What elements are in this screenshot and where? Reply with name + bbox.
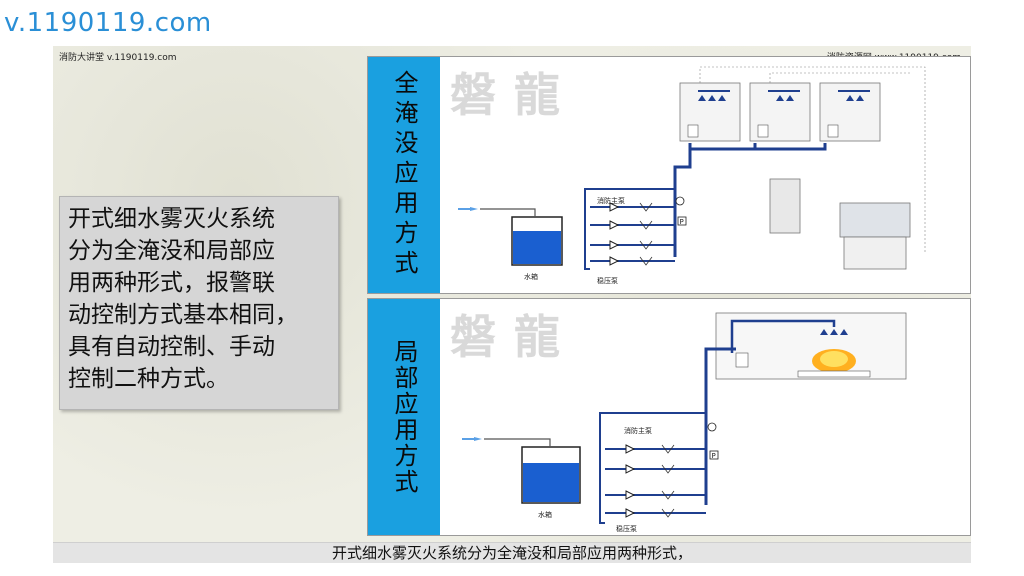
control-console (839, 202, 911, 238)
panel-label-total-flooding: 全淹没应用方式 (368, 57, 440, 293)
panel-total-flooding: 全淹没应用方式 磐龍 (367, 56, 971, 294)
slide: 消防大讲堂 v.1190119.com 消防资源网 www.1190119.co… (53, 46, 971, 542)
pressure-switch-label: P (712, 452, 716, 460)
text-line: 分为全淹没和局部应 (68, 238, 275, 264)
text-line: 动控制方式基本相同， (68, 302, 298, 328)
diagram-total-flooding: 磐龍 (440, 57, 970, 293)
tank-label: 水箱 (538, 510, 552, 519)
stab-pump-label: 稳压泵 (616, 524, 637, 533)
watermark-logo: 磐龍 (450, 68, 578, 122)
subtitle-caption: 开式细水雾灭火系统分为全淹没和局部应用两种形式， (53, 542, 971, 563)
stab-pump-label: 稳压泵 (597, 276, 618, 285)
site-url: v.1190119.com (4, 8, 212, 38)
panel-label-local-application: 局部应用方式 (368, 299, 440, 535)
main-pump-label: 消防主泵 (624, 426, 652, 435)
tank-label: 水箱 (524, 272, 538, 281)
panel-local-application: 局部应用方式 磐龍 (367, 298, 971, 536)
text-line: 控制二种方式。 (68, 366, 229, 392)
watermark-logo: 磐龍 (450, 310, 578, 364)
pressure-switch-label: P (680, 218, 684, 226)
main-pump-label: 消防主泵 (597, 196, 625, 205)
system-schematic: P 水箱 消防主泵 稳压泵 (462, 312, 907, 533)
header-left-text: 消防大讲堂 v.1190119.com (59, 53, 177, 63)
diagram-local-application: 磐龍 (440, 299, 970, 535)
description-textbox: 开式细水雾灭火系统 分为全淹没和局部应 用两种形式，报警联 动控制方式基本相同，… (59, 196, 339, 410)
text-line: 开式细水雾灭火系统 (68, 206, 275, 232)
system-schematic: P 水箱 消防主泵 稳压泵 (458, 66, 926, 285)
protected-room (715, 312, 907, 380)
text-line: 具有自动控制、手动 (68, 334, 275, 360)
control-cabinet (769, 178, 801, 234)
fire-graphic (797, 349, 871, 378)
text-line: 用两种形式，报警联 (68, 270, 275, 296)
